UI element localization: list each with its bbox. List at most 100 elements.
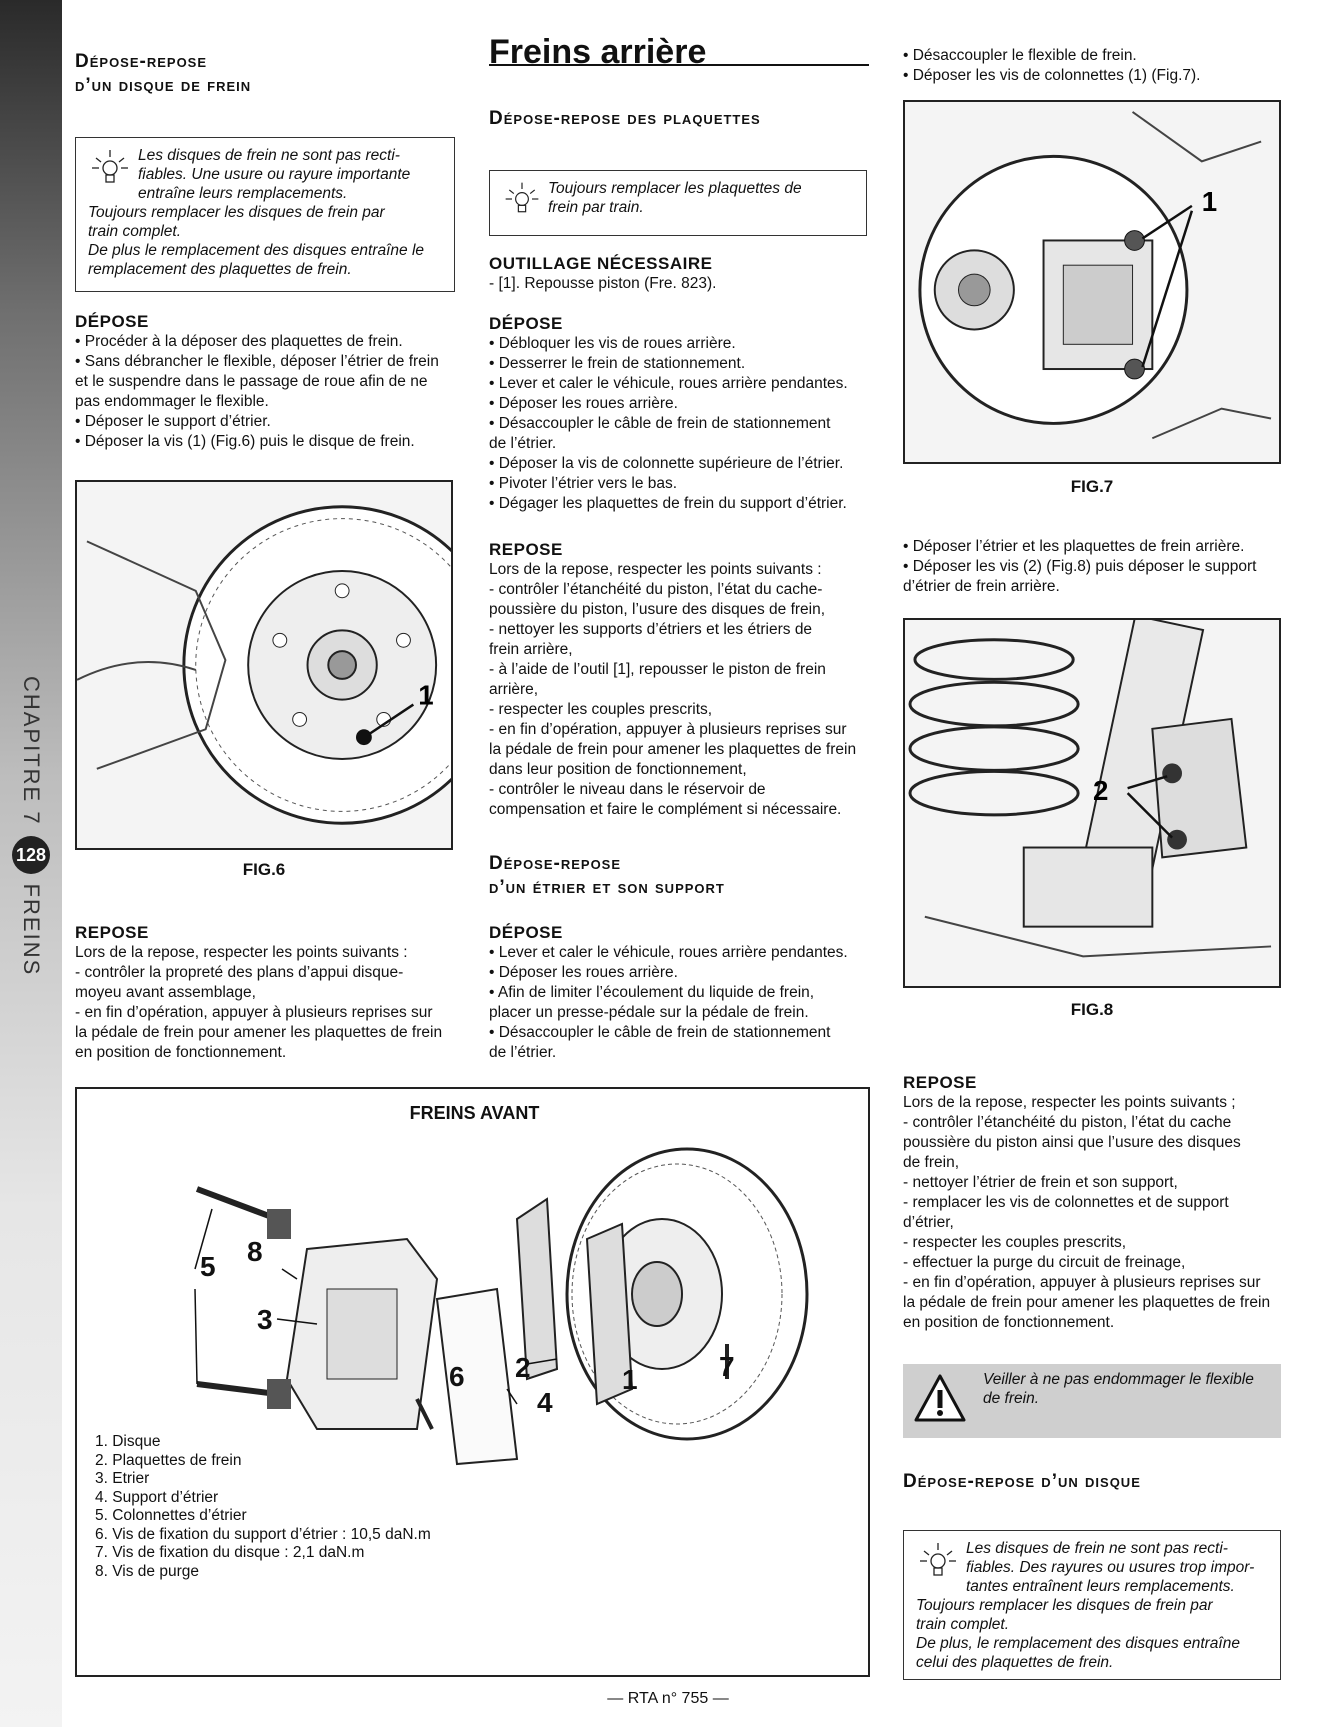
repose-heading: REPOSE (903, 1073, 977, 1092)
figure-8: 2 (903, 618, 1281, 988)
repose-section-3: REPOSE Lors de la repose, respecter les … (903, 1067, 1283, 1333)
repose-line: - contrôler le niveau dans le réservoir … (489, 781, 766, 798)
repose-line: - effectuer la purge du circuit de frein… (903, 1254, 1186, 1271)
intro-line: • Déposer les vis de colonnettes (1) (Fi… (903, 67, 1201, 84)
chapter-label: CHAPITRE 7 (19, 676, 44, 826)
warning-line: de frein. (983, 1390, 1040, 1407)
depose-line: • Procéder à la déposer des plaquettes d… (75, 333, 403, 350)
repose-line: - contrôler l’étanchéité du piston, l’ét… (489, 581, 823, 598)
page-number: 128 (12, 835, 50, 874)
depose-line: placer un presse-pédale sur la pédale de… (489, 1004, 809, 1021)
repose-line: - en fin d’opération, appuyer à plusieur… (75, 1004, 433, 1021)
outillage-section: OUTILLAGE NÉCESSAIRE - [1]. Repousse pis… (489, 248, 869, 294)
depose-line: • Desserrer le frein de stationnement. (489, 355, 746, 372)
repose-line: compensation et faire le complément si n… (489, 801, 842, 818)
depose-line: • Afin de limiter l’écoulement du liquid… (489, 984, 815, 1001)
depose-heading: DÉPOSE (489, 314, 563, 333)
intro-line: • Désaccoupler le flexible de frein. (903, 47, 1137, 64)
depose-line: et le suspendre dans le passage de roue … (75, 373, 428, 390)
title-line-1: Dépose-repose (489, 853, 622, 874)
repose-line: poussière du piston, l’usure des disques… (489, 601, 826, 618)
warning-line: Veiller à ne pas endommager le flexible (983, 1371, 1254, 1388)
fig6-marker: 1 (418, 680, 433, 711)
repose-heading: REPOSE (489, 540, 563, 559)
rear-caliper-illustration: 1 (905, 102, 1279, 462)
warning-box: Veiller à ne pas endommager le flexible … (903, 1364, 1281, 1438)
note-line: fiables. Une usure ou rayure importante (138, 166, 411, 183)
intro-text: • Désaccoupler le flexible de frein. • D… (903, 46, 1283, 86)
plate-label-6: 6 (449, 1361, 465, 1392)
brake-disc-illustration: 1 (77, 482, 451, 848)
repose-line: la pédale de frein pour amener les plaqu… (489, 741, 857, 758)
depose-line: • Pivoter l’étrier vers le bas. (489, 475, 678, 492)
depose-line: • Désaccoupler le câble de frein de stat… (489, 1024, 831, 1041)
repose-line: - contrôler l’étanchéité du piston, l’ét… (903, 1114, 1232, 1131)
depose-section-3: DÉPOSE • Lever et caler le véhicule, rou… (489, 917, 869, 1063)
repose-line: de frein, (903, 1154, 960, 1171)
depose-line: • Déposer le support d’étrier. (75, 413, 271, 430)
repose-line: - à l’aide de l’outil [1], repousser le … (489, 661, 826, 678)
rear-caliper-support-illustration: 2 (905, 620, 1279, 986)
page-footer: — RTA n° 755 — (607, 1690, 729, 1707)
repose-line: - respecter les couples prescrits, (489, 701, 713, 718)
legend-item: 8. Vis de purge (95, 1562, 199, 1580)
depose-line: • Sans débrancher le flexible, déposer l… (75, 353, 439, 370)
fig8-caption: FIG.8 (1070, 1000, 1114, 1019)
depose-line: • Lever et caler le véhicule, roues arri… (489, 375, 848, 392)
note-line: train complet. (88, 223, 182, 240)
legend-item: 3. Etrier (95, 1470, 150, 1487)
repose-section-1: REPOSE Lors de la repose, respecter les … (75, 917, 455, 1063)
depose-line: • Dégager les plaquettes de frein du sup… (489, 495, 847, 512)
note-line: Les disques de frein ne sont pas recti- (138, 147, 400, 164)
title-etrier-support: Dépose-repose d’un étrier et son support (489, 852, 869, 900)
figure-6: 1 (75, 480, 453, 850)
repose-line: - contrôler la propreté des plans d’appu… (75, 964, 404, 981)
repose-line: en position de fonctionnement. (75, 1044, 287, 1061)
repose-section-2: REPOSE Lors de la repose, respecter les … (489, 534, 869, 820)
plate-label-2: 2 (515, 1352, 531, 1383)
title-line-2: d’un disque de frein (75, 75, 252, 96)
legend-item: 4. Support d’étrier (95, 1488, 219, 1506)
repose-line: - remplacer les vis de colonnettes et de… (903, 1194, 1229, 1211)
depose-line: • Débloquer les vis de roues arrière. (489, 335, 736, 352)
repose-line: la pédale de frein pour amener les plaqu… (903, 1294, 1271, 1311)
repose-line: d’étrier, (903, 1214, 954, 1231)
lightbulb-icon (92, 150, 128, 183)
main-title: Freins arrière (489, 35, 869, 69)
plate-title: FREINS AVANT (409, 1103, 540, 1123)
title-line-1: Dépose-repose (75, 51, 208, 72)
title-depose-repose-disque: Dépose-repose d’un disque de frein (75, 50, 455, 98)
lightbulb-icon (920, 1543, 956, 1576)
warning-triangle-icon (914, 1374, 966, 1422)
note-line: entraîne leurs remplacements. (138, 185, 348, 202)
repose-line: poussière du piston ainsi que l’usure de… (903, 1134, 1241, 1151)
repose-heading: REPOSE (75, 923, 149, 942)
tip-note-disques-2: Les disques de frein ne sont pas recti- … (903, 1530, 1281, 1680)
depose-section-2: DÉPOSE • Débloquer les vis de roues arri… (489, 308, 869, 514)
note-line: Toujours remplacer les disques de frein … (916, 1597, 1213, 1614)
note-line: Toujours remplacer les disques de frein … (88, 204, 385, 221)
repose-line: - nettoyer l’étrier de frein et son supp… (903, 1174, 1178, 1191)
depose-line: pas endommager le flexible. (75, 393, 269, 410)
note-line: train complet. (916, 1616, 1010, 1633)
repose-line: en position de fonctionnement. (903, 1314, 1115, 1331)
lightbulb-icon (505, 182, 539, 213)
outillage-heading: OUTILLAGE NÉCESSAIRE (489, 254, 713, 273)
mid-line: • Déposer l’étrier et les plaquettes de … (903, 538, 1245, 555)
note-line: frein par train. (548, 199, 644, 216)
repose-line: moyeu avant assemblage, (75, 984, 256, 1001)
subtitle-plaquettes: Dépose-repose des plaquettes (489, 108, 761, 129)
plate-label-4: 4 (537, 1387, 553, 1418)
depose-line: • Déposer la vis (1) (Fig.6) puis le dis… (75, 433, 415, 450)
fig7-marker: 1 (1202, 186, 1217, 217)
legend-item: 2. Plaquettes de frein (95, 1451, 242, 1469)
section-label: FREINS (19, 883, 44, 977)
plate-label-1: 1 (622, 1364, 638, 1395)
depose-line: • Déposer la vis de colonnette supérieur… (489, 455, 844, 472)
fig7-caption: FIG.7 (1070, 477, 1114, 496)
depose-line: • Déposer les roues arrière. (489, 964, 678, 981)
note-line: Toujours remplacer les plaquettes de (548, 180, 802, 197)
legend-item: 6. Vis de fixation du support d’étrier :… (95, 1525, 431, 1543)
depose-heading: DÉPOSE (75, 312, 149, 331)
mid-text: • Déposer l’étrier et les plaquettes de … (903, 537, 1283, 597)
